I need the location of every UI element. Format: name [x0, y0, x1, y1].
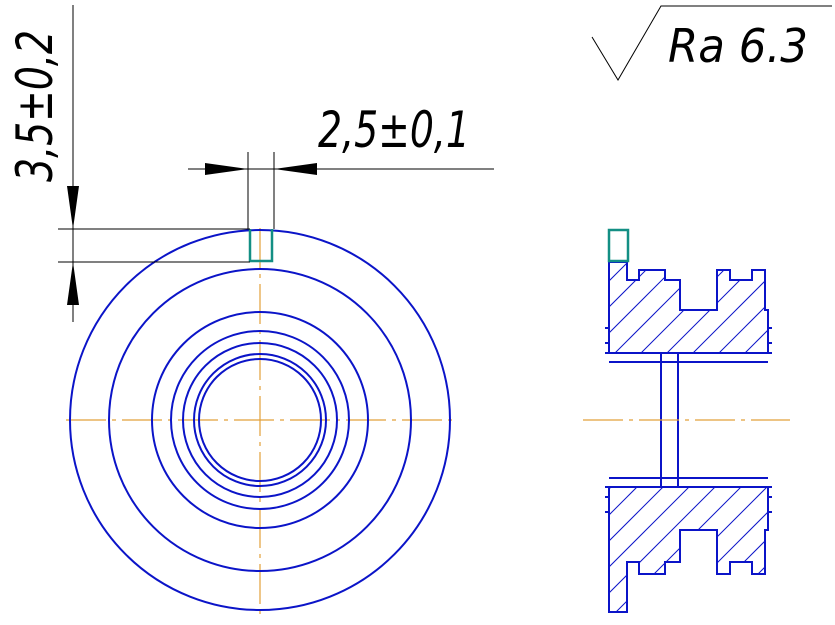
hatch-line: [659, 262, 766, 353]
chamfer-marks: [605, 327, 772, 513]
roughness-symbol: Ra 6.3: [591, 5, 832, 81]
roughness-label: Ra 6.3: [668, 19, 808, 73]
hatch-line: [609, 487, 645, 612]
hub-outer-circle: [151, 311, 369, 529]
section-view: [400, 228, 835, 620]
section-hatching-top: [400, 255, 835, 360]
slot-width-dimension: 2,5±0,1: [188, 101, 494, 229]
section-hatching-bottom: [400, 480, 835, 620]
hatch-line: [816, 480, 835, 620]
hatch-line: [685, 487, 768, 612]
front-view: [66, 228, 455, 620]
hatch-line: [763, 487, 768, 612]
hatch-line: [426, 255, 531, 360]
arrow-bottom: [67, 262, 79, 305]
arrow-right: [274, 163, 317, 175]
hatch-line: [426, 480, 566, 620]
arrow-top: [67, 186, 79, 229]
hatch-line: [609, 262, 662, 353]
keyway-slot: [248, 229, 274, 263]
hatch-line: [763, 262, 768, 353]
slot-depth-dimension: 3,5±0,2: [6, 5, 250, 322]
slot-width-label: 2,5±0,1: [318, 101, 470, 159]
hatch-line: [609, 262, 636, 353]
arrow-left: [205, 163, 248, 175]
bore-chamfer-circle: [182, 342, 338, 498]
hatch-line: [478, 255, 583, 360]
hatch-line: [633, 487, 768, 612]
hatch-line: [609, 487, 697, 612]
outer-circle: [69, 229, 451, 611]
section-outline-top: [608, 261, 769, 353]
section-keyway-slot: [607, 228, 630, 263]
hatch-line: [609, 487, 671, 612]
hatch-line: [609, 487, 723, 612]
hatch-line: [737, 262, 768, 353]
hatch-line: [790, 255, 835, 360]
hatch-line: [609, 487, 749, 612]
hatch-line: [609, 487, 619, 612]
hatch-line: [816, 255, 835, 360]
hatch-line: [790, 480, 835, 620]
hatch-line: [452, 255, 557, 360]
section-outline-bottom: [608, 487, 769, 613]
bore-circle: [198, 358, 322, 482]
hatch-line: [400, 255, 505, 360]
hatch-line: [609, 262, 610, 353]
slot-depth-label: 3,5±0,2: [6, 30, 64, 182]
hatch-line: [400, 480, 540, 620]
hatch-line: [452, 480, 592, 620]
hatch-line: [685, 262, 768, 353]
groove-circle: [108, 268, 412, 572]
bore-outer-circle: [193, 353, 327, 487]
hub-step-circle: [170, 330, 350, 510]
hatch-line: [609, 262, 688, 353]
